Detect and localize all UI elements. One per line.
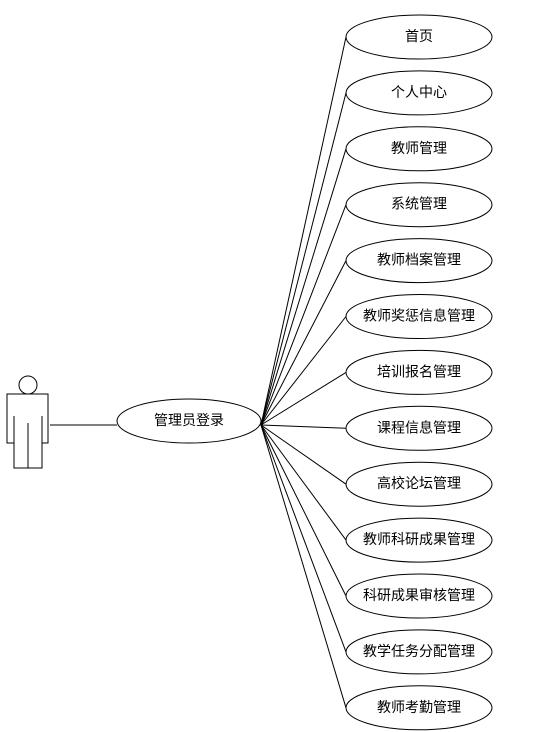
- use-case-ellipse: [345, 461, 493, 507]
- use-case-label: 教师管理: [391, 141, 447, 157]
- person-icon: [6, 375, 49, 469]
- use-case-label: 教师奖惩信息管理: [363, 308, 475, 325]
- association-line: [260, 260, 347, 426]
- association-line: [260, 424, 347, 708]
- association-line: [260, 424, 347, 597]
- use-case[interactable]: 教师科研成果管理: [345, 517, 493, 563]
- use-case-ellipse: [345, 629, 493, 675]
- use-case[interactable]: 培训报名管理: [345, 349, 493, 395]
- association-line: [260, 424, 347, 653]
- use-case-ellipse: [345, 405, 493, 451]
- association-line: [260, 148, 347, 426]
- use-case[interactable]: 教师管理: [345, 126, 493, 172]
- association-line: [260, 424, 347, 541]
- use-case-ellipse: [345, 517, 493, 563]
- association-line: [260, 92, 347, 426]
- use-case-ellipse: [345, 70, 493, 116]
- actor: [6, 375, 117, 469]
- use-case[interactable]: 个人中心: [345, 70, 493, 116]
- use-case[interactable]: 教师考勤管理: [345, 685, 493, 731]
- use-case[interactable]: 教师档案管理: [345, 238, 493, 284]
- use-case-label: 培训报名管理: [377, 364, 461, 380]
- connector-lines: [260, 36, 347, 708]
- use-case-label: 高校论坛管理: [377, 475, 461, 492]
- use-case-label: 科研成果审核管理: [363, 588, 475, 604]
- use-case-label: 教师档案管理: [377, 252, 461, 269]
- use-case-ellipse: [345, 126, 493, 172]
- use-case-label: 教师考勤管理: [377, 700, 461, 716]
- use-case-ellipse: [345, 294, 493, 339]
- use-case-ellipse: [345, 685, 493, 731]
- association-line: [260, 316, 347, 426]
- use-case[interactable]: 科研成果审核管理: [345, 573, 493, 619]
- association-line: [260, 36, 347, 426]
- association-line: [260, 424, 347, 485]
- association-line: [260, 371, 347, 426]
- use-case-label: 个人中心: [391, 85, 447, 101]
- use-case-label: 教学任务分配管理: [363, 644, 475, 660]
- use-case[interactable]: 教师奖惩信息管理: [345, 294, 493, 339]
- central-use-case[interactable]: 管理员登录: [116, 398, 262, 444]
- association-line: [260, 424, 347, 429]
- use-case[interactable]: 系统管理: [345, 182, 493, 228]
- use-case-ellipse: [345, 14, 493, 60]
- use-case[interactable]: 首页: [345, 14, 493, 60]
- use-case-list: 首页个人中心教师管理系统管理教师档案管理教师奖惩信息管理培训报名管理课程信息管理…: [345, 14, 493, 731]
- use-case[interactable]: 高校论坛管理: [345, 461, 493, 507]
- use-case-ellipse: [345, 182, 493, 228]
- use-case-label: 课程信息管理: [377, 419, 461, 436]
- use-case[interactable]: 教学任务分配管理: [345, 629, 493, 675]
- central-use-case-label: 管理员登录: [154, 413, 224, 429]
- use-case-ellipse: [345, 573, 493, 619]
- use-case-label: 系统管理: [391, 197, 447, 213]
- association-line: [260, 204, 347, 426]
- use-case-ellipse: [345, 349, 493, 395]
- use-case[interactable]: 课程信息管理: [345, 405, 493, 451]
- use-case-label: 教师科研成果管理: [363, 532, 475, 548]
- use-case-ellipse: [345, 238, 493, 284]
- use-case-label: 首页: [405, 29, 433, 45]
